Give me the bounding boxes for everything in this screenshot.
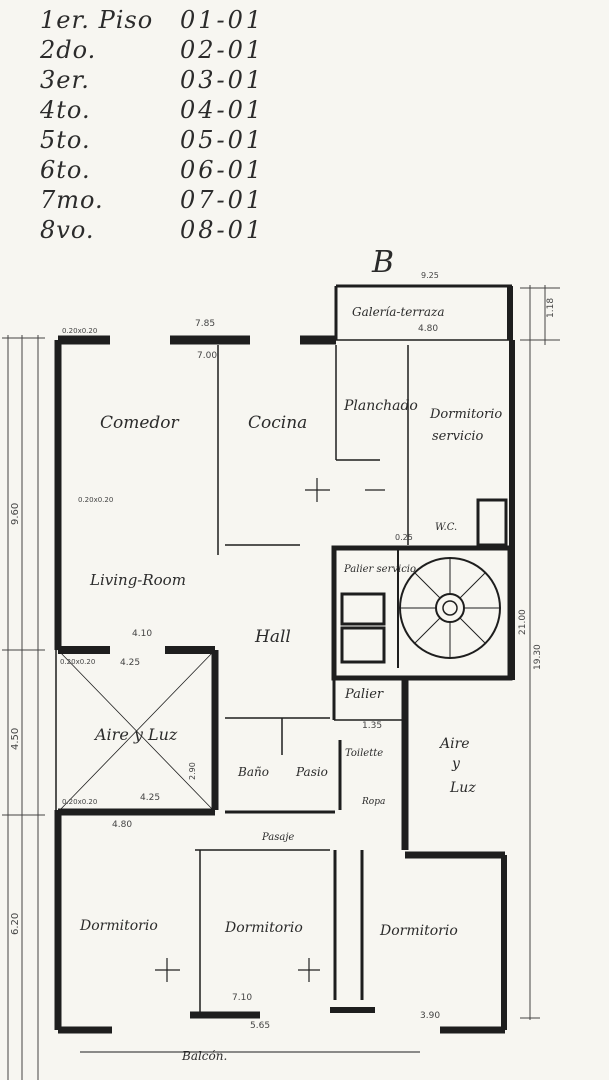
room-galeria-label: Galería-terraza <box>352 305 445 319</box>
room-aire-label: Aire <box>438 736 470 752</box>
dim-label: 4.50 <box>10 728 21 750</box>
dim-label: 0.20x0.20 <box>60 658 95 666</box>
floor-ordinal: 3er. <box>40 66 90 94</box>
dim-label: 4.80 <box>112 820 132 830</box>
room-ropa-label: Ropa <box>361 797 385 807</box>
floor-row: 3er. 03-01 <box>40 66 300 96</box>
floor-ordinal: 8vo. <box>40 216 95 244</box>
room-palier-label: Palier <box>344 687 384 702</box>
room-living-label: Living-Room <box>89 571 186 589</box>
dimension-labels: 9.60 4.50 6.20 21.00 19.30 1.18 7.85 7.0… <box>10 271 556 1031</box>
floor-ordinal: 7mo. <box>40 186 104 214</box>
room-dorm-servicio-label: Dormitorio <box>429 407 502 422</box>
dim-label: 1.35 <box>362 721 382 731</box>
room-dormitorio-3-label: Dormitorio <box>379 923 458 939</box>
floor-row: 1er. Piso 01-01 <box>40 6 300 36</box>
dim-label: 2.90 <box>188 762 197 780</box>
dim-label: 21.00 <box>518 609 528 635</box>
room-luz-label: Luz <box>449 780 476 796</box>
dim-label: 4.25 <box>140 793 160 803</box>
room-dorm-servicio-label-2: servicio <box>432 429 484 444</box>
dim-label: 7.85 <box>195 319 215 329</box>
dim-label: 0.20x0.20 <box>62 327 97 335</box>
room-pasaje-label: Pasaje <box>261 832 294 843</box>
room-palier-servicio-label: Palier servicio <box>343 564 416 575</box>
dim-label: 7.10 <box>232 993 252 1003</box>
floor-ordinal: 2do. <box>40 36 97 64</box>
room-cocina-label: Cocina <box>248 413 307 433</box>
center-marks <box>155 478 385 982</box>
room-planchado-label: Planchado <box>343 398 418 414</box>
floor-code: 01-01 <box>180 6 265 34</box>
dim-label: 4.25 <box>120 658 140 668</box>
room-comedor-label: Comedor <box>100 413 180 433</box>
floor-code: 03-01 <box>180 66 265 94</box>
dim-label: 3.90 <box>420 1011 440 1021</box>
room-bano-label: Baño <box>237 765 269 779</box>
room-pasio-label: Pasio <box>295 765 328 779</box>
room-hall-label: Hall <box>254 627 291 647</box>
dimension-lines <box>2 285 560 1080</box>
dim-label: 1.18 <box>546 298 556 318</box>
floor-ordinal: 6to. <box>40 156 91 184</box>
floor-row: 2do. 02-01 <box>40 36 300 66</box>
dim-label: 5.65 <box>250 1021 270 1031</box>
floor-code: 04-01 <box>180 96 265 124</box>
room-toilette-label: Toilette <box>345 748 383 759</box>
dim-label: 19.30 <box>533 644 543 670</box>
floor-row: 7mo. 07-01 <box>40 186 300 216</box>
floor-code: 02-01 <box>180 36 265 64</box>
unit-label: B <box>371 245 394 280</box>
room-dormitorio-1-label: Dormitorio <box>79 918 158 934</box>
dim-label: 0.20x0.20 <box>62 798 97 806</box>
floor-legend: 1er. Piso 01-01 2do. 02-01 3er. 03-01 4to. 0… <box>40 6 300 246</box>
floor-code: 08-01 <box>180 216 265 244</box>
dim-label: 6.20 <box>10 913 21 935</box>
room-dormitorio-2-label: Dormitorio <box>224 920 303 936</box>
floor-row: 8vo. 08-01 <box>40 216 300 246</box>
floor-row: 6to. 06-01 <box>40 156 300 186</box>
dim-label: 7.00 <box>197 351 217 361</box>
floor-row: 5to. 05-01 <box>40 126 300 156</box>
dim-label: 0.20x0.20 <box>78 496 113 504</box>
dim-label: 0.25 <box>395 533 413 542</box>
dim-label: 4.10 <box>132 629 152 639</box>
dim-label: 9.60 <box>10 503 21 525</box>
room-labels: Galería-terraza Comedor Cocina Planchado… <box>79 305 502 1063</box>
walls <box>54 284 515 1053</box>
floor-code: 05-01 <box>180 126 265 154</box>
floor-ordinal: 1er. Piso <box>40 6 154 34</box>
floor-code: 06-01 <box>180 156 265 184</box>
room-y-label: y <box>451 756 461 772</box>
dim-label: 4.80 <box>418 324 438 334</box>
floor-ordinal: 5to. <box>40 126 91 154</box>
floor-ordinal: 4to. <box>40 96 91 124</box>
floor-code: 07-01 <box>180 186 265 214</box>
room-wc-label: W.C. <box>435 522 457 533</box>
floor-row: 4to. 04-01 <box>40 96 300 126</box>
room-balcon-label: Balcón. <box>181 1049 227 1063</box>
dim-label: 9.25 <box>421 271 439 280</box>
room-aire-luz-label: Aire y Luz <box>93 725 178 744</box>
